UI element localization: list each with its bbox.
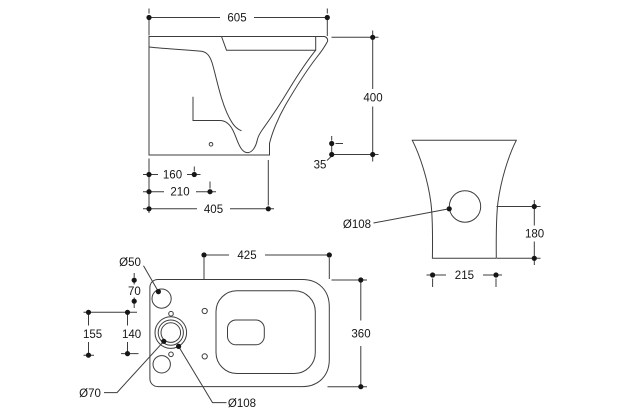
plan-view-hole-50 — [151, 288, 172, 309]
plan-view-body-outline — [149, 279, 330, 388]
dim-endpoint — [201, 252, 207, 258]
dim-210-label: 210 — [170, 187, 189, 199]
dim-50-leader — [143, 265, 159, 292]
dim-405-lines — [143, 160, 274, 210]
dim-180-label: 180 — [525, 229, 544, 241]
dim-endpoint — [358, 384, 364, 390]
back-view: Ø108 180 215 — [343, 139, 544, 287]
side-view-seat-lines — [221, 36, 317, 51]
back-view-outline — [411, 139, 518, 259]
dim-425-label: 425 — [237, 250, 256, 262]
side-view-bowl-inner-curve — [148, 46, 242, 132]
dim-endpoint — [124, 351, 131, 357]
dim-405-label: 405 — [204, 204, 223, 216]
side-view-fixing-hole — [208, 142, 214, 147]
dim-605: 605 — [146, 8, 330, 36]
dim-endpoint — [191, 171, 197, 178]
dim-360-label: 360 — [351, 328, 370, 340]
plan-view-outlet-inner-70 — [160, 322, 182, 343]
plan-view: Ø50 70 155 140 Ø70 Ø108 — [79, 250, 370, 410]
dim-endpoint — [493, 272, 499, 278]
dim-108-plan: Ø108 — [176, 343, 256, 410]
dim-endpoint — [131, 298, 137, 304]
leader-endpoint — [155, 289, 161, 295]
dim-endpoint — [430, 272, 436, 278]
dim-50: Ø50 — [119, 257, 161, 295]
dim-endpoint — [146, 206, 152, 212]
dim-215-lines — [426, 274, 502, 287]
plan-view-outlet-outer-108 — [154, 316, 188, 349]
dim-35-lines — [326, 136, 343, 161]
back-view-outlet-hole — [448, 190, 482, 223]
dim-70-label: Ø70 — [79, 388, 101, 400]
dim-endpoint — [265, 206, 271, 212]
dim-215: 215 — [426, 270, 502, 287]
dim-360: 360 — [327, 277, 371, 390]
dim-50-label: Ø50 — [119, 257, 141, 269]
leader-endpoint — [176, 343, 182, 349]
plan-view-flush-opening — [227, 319, 265, 346]
dim-108-back-leader — [373, 208, 450, 224]
dim-605-lines — [148, 8, 328, 36]
dim-160-label: 160 — [163, 170, 182, 182]
dim-400-label: 400 — [363, 93, 382, 105]
leader-endpoint — [446, 206, 452, 212]
dim-endpoint — [358, 277, 364, 283]
dim-endpoint — [85, 352, 92, 358]
dim-605-label: 605 — [227, 13, 246, 25]
dim-35-label: 35 — [314, 160, 327, 172]
leader-endpoint — [161, 338, 167, 344]
dim-70-offset: 70 — [128, 273, 141, 308]
dim-425: 425 — [201, 250, 332, 279]
dim-108-back: Ø108 — [343, 206, 452, 231]
dim-endpoint — [207, 189, 213, 195]
dim-endpoint — [85, 309, 92, 315]
dim-425-lines — [203, 254, 330, 279]
side-view-outline — [148, 36, 329, 156]
plan-view-bowl-rim — [215, 290, 316, 375]
dim-160-210-405: 160 210 405 — [143, 158, 274, 216]
dim-endpoint — [324, 14, 330, 21]
dim-endpoint — [329, 151, 335, 158]
dim-endpoint — [370, 151, 376, 158]
dim-155-label: 155 — [83, 329, 102, 341]
plan-view-bolt-hole — [201, 307, 208, 315]
dim-180: 180 — [496, 200, 544, 265]
side-view: 605 400 35 160 210 — [143, 8, 383, 216]
dim-70-leader — [104, 340, 165, 394]
dim-108-back-label: Ø108 — [343, 219, 371, 231]
plan-view-outlet-middle — [157, 319, 184, 346]
dim-70-offset-label: 70 — [128, 286, 141, 298]
plan-view-bolt-hole — [168, 351, 174, 358]
dim-140-label: 140 — [122, 329, 141, 341]
dim-endpoint — [531, 255, 537, 261]
dim-endpoint — [326, 252, 332, 258]
plan-view-inlet-hole — [152, 355, 171, 374]
dim-215-label: 215 — [455, 270, 474, 282]
dim-endpoint — [124, 309, 131, 315]
dim-180-lines — [496, 200, 541, 265]
plan-view-bolt-hole — [201, 353, 208, 360]
dim-155-140: 155 140 — [83, 309, 141, 358]
dim-endpoint — [370, 34, 376, 40]
side-view-trapway-curve — [192, 49, 317, 154]
dim-endpoint — [329, 140, 335, 147]
dim-108-plan-leader — [178, 346, 227, 404]
dim-108-plan-label: Ø108 — [228, 398, 256, 410]
dim-endpoint — [131, 277, 137, 283]
dim-endpoint — [531, 203, 537, 210]
dim-70: Ø70 — [79, 338, 167, 400]
dim-400-lines — [330, 30, 379, 162]
dim-360-lines — [327, 279, 367, 388]
dim-endpoint — [146, 171, 152, 178]
dim-400: 400 — [330, 30, 383, 162]
dim-endpoint — [146, 189, 152, 195]
dim-35: 35 — [314, 136, 343, 172]
plan-view-bolt-hole — [168, 310, 174, 317]
dim-endpoint — [146, 14, 152, 21]
